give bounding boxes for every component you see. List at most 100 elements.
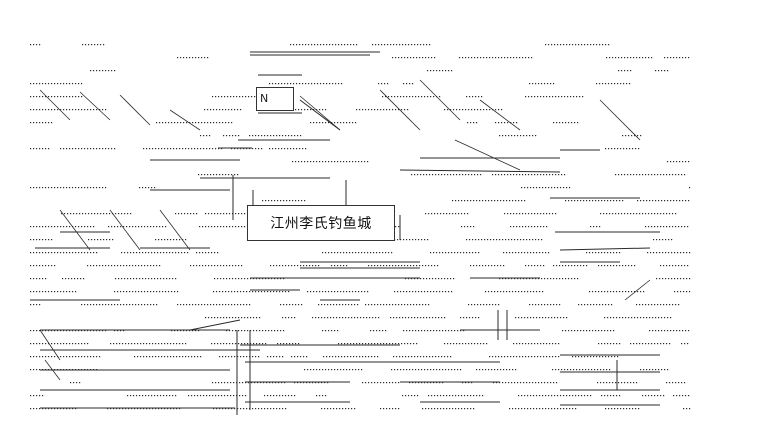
art-dot [636, 343, 638, 345]
art-dot [449, 408, 451, 410]
art-dot [347, 44, 349, 46]
art-dot [530, 291, 532, 293]
art-dot [66, 330, 68, 332]
art-dot [96, 70, 98, 72]
art-dot [39, 408, 41, 410]
art-dot [196, 265, 198, 267]
art-dot [69, 187, 71, 189]
art-dot [679, 161, 681, 163]
art-dot [274, 278, 276, 280]
art-dot [146, 408, 148, 410]
art-dot [348, 317, 350, 319]
art-dot [546, 226, 548, 228]
art-dot [611, 304, 613, 306]
art-dot [412, 291, 414, 293]
art-dot [458, 200, 460, 202]
art-dot [174, 291, 176, 293]
art-dot [30, 109, 32, 111]
art-dot [397, 96, 399, 98]
art-dot [408, 317, 410, 319]
art-dot [531, 213, 533, 215]
art-dot [275, 382, 277, 384]
art-dot [521, 200, 523, 202]
art-dot [238, 213, 240, 215]
art-dot [659, 239, 661, 241]
art-dot [285, 317, 287, 319]
art-dot [57, 330, 59, 332]
art-dot [573, 369, 575, 371]
art-dot [252, 356, 254, 358]
art-dot [247, 317, 249, 319]
art-dot [310, 109, 312, 111]
art-dot [453, 109, 455, 111]
art-dot [406, 330, 408, 332]
art-dot [418, 369, 420, 371]
art-dot [235, 278, 237, 280]
art-dot [269, 83, 271, 85]
art-dot [159, 291, 161, 293]
art-dot [195, 304, 197, 306]
art-dot [136, 395, 138, 397]
art-dot [63, 83, 65, 85]
art-dot [383, 343, 385, 345]
art-dot [660, 226, 662, 228]
art-dot [191, 395, 193, 397]
art-dot [688, 395, 690, 397]
art-dot [538, 83, 540, 85]
art-dot [295, 109, 297, 111]
art-dot [519, 174, 521, 176]
art-dot [190, 265, 192, 267]
art-dot [507, 213, 509, 215]
art-dot [351, 408, 353, 410]
art-dot [405, 395, 407, 397]
art-dot [70, 382, 72, 384]
art-dot [550, 382, 552, 384]
art-dot [310, 122, 312, 124]
art-dot [576, 96, 578, 98]
art-dot [674, 291, 676, 293]
art-dot [198, 174, 200, 176]
art-dot [214, 278, 216, 280]
art-dot [527, 395, 529, 397]
art-dot [235, 265, 237, 267]
art-dot [232, 330, 234, 332]
art-dot [236, 96, 238, 98]
art-dot [669, 343, 671, 345]
art-dot [154, 395, 156, 397]
art-dot [364, 161, 366, 163]
art-dot [676, 395, 678, 397]
art-dot [569, 44, 571, 46]
art-dot [288, 135, 290, 137]
art-dot [563, 395, 565, 397]
art-dot [437, 408, 439, 410]
art-dot [635, 148, 637, 150]
art-dot [584, 356, 586, 358]
art-dot [301, 304, 303, 306]
art-dot [39, 44, 41, 46]
art-dot [560, 317, 562, 319]
art-dot [593, 356, 595, 358]
art-dot [368, 356, 370, 358]
art-dot [205, 317, 207, 319]
art-dot [133, 395, 135, 397]
art-dot [242, 382, 244, 384]
art-dot [473, 122, 475, 124]
art-dot [667, 369, 669, 371]
art-dot [84, 187, 86, 189]
art-dot [96, 265, 98, 267]
art-dot [321, 408, 323, 410]
art-dot [134, 408, 136, 410]
art-dot [547, 304, 549, 306]
art-dot [294, 265, 296, 267]
art-dot [569, 408, 571, 410]
art-dot [279, 135, 281, 137]
art-dot [335, 356, 337, 358]
art-dot [281, 148, 283, 150]
art-dot [283, 343, 285, 345]
art-dot [670, 330, 672, 332]
art-dot [217, 252, 219, 254]
art-dot [57, 291, 59, 293]
art-dot [527, 291, 529, 293]
art-dot [33, 239, 35, 241]
art-dot [617, 83, 619, 85]
